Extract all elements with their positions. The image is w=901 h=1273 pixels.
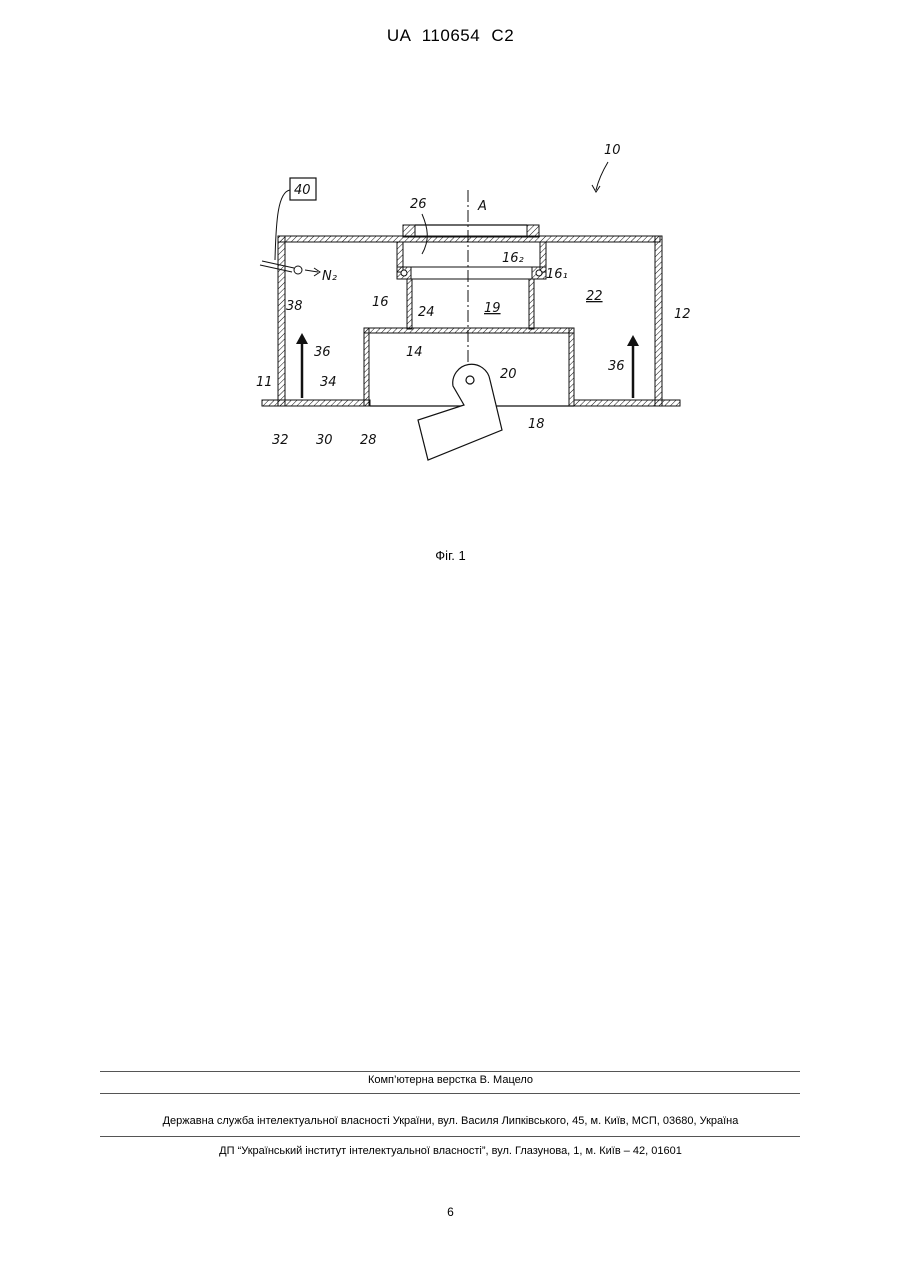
label-16-2: 16₂: [502, 251, 524, 266]
label-16-1: 16₁: [546, 267, 568, 282]
gas-inlet-38: [260, 178, 320, 276]
label-14: 14: [406, 345, 423, 360]
page-number: 6: [0, 1205, 901, 1219]
label-34: 34: [320, 375, 337, 390]
agency-address: Державна служба інтелектуальної власност…: [0, 1115, 901, 1127]
label-n2: N₂: [322, 269, 337, 284]
label-40: 40: [294, 183, 311, 198]
label-20: 20: [500, 367, 517, 382]
label-32: 32: [272, 433, 289, 448]
pivot-arm-18: [418, 364, 502, 460]
label-18: 18: [528, 417, 545, 432]
label-axis-a: A: [477, 199, 487, 214]
layout-credit: Комп’ютерна верстка В. Мацело: [0, 1074, 901, 1086]
label-22: 22: [586, 289, 603, 304]
label-36-left: 36: [314, 345, 331, 360]
footer-rule-middle: [100, 1093, 800, 1094]
label-38: 38: [286, 299, 303, 314]
footer-rule-bottom: [100, 1136, 800, 1137]
label-30: 30: [316, 433, 333, 448]
label-12: 12: [674, 307, 690, 322]
label-16: 16: [372, 295, 389, 310]
label-24: 24: [418, 305, 435, 320]
drawing-svg: 10 40 26 A 16₂ 16₁ N₂ 38 16 24 19 22 12 …: [250, 130, 690, 470]
flow-arrow-left: [296, 333, 308, 398]
footer-rule-top: [100, 1071, 800, 1072]
patent-drawing: 10 40 26 A 16₂ 16₁ N₂ 38 16 24 19 22 12 …: [250, 130, 690, 470]
label-36-right: 36: [608, 359, 625, 374]
label-26: 26: [410, 197, 427, 212]
patent-header: UA 110654 C2: [0, 26, 901, 46]
label-10: 10: [604, 143, 621, 158]
leader-26: [422, 214, 427, 254]
label-19: 19: [484, 301, 501, 316]
institute-address: ДП “Український інститут інтелектуальної…: [0, 1145, 901, 1157]
flow-arrow-right: [627, 335, 639, 398]
label-11: 11: [256, 375, 273, 390]
seal-ring-16: [397, 267, 546, 279]
figure-caption: Фіг. 1: [0, 548, 901, 563]
neck-24: [407, 279, 534, 329]
leader-10: [596, 162, 608, 190]
label-28: 28: [360, 433, 377, 448]
